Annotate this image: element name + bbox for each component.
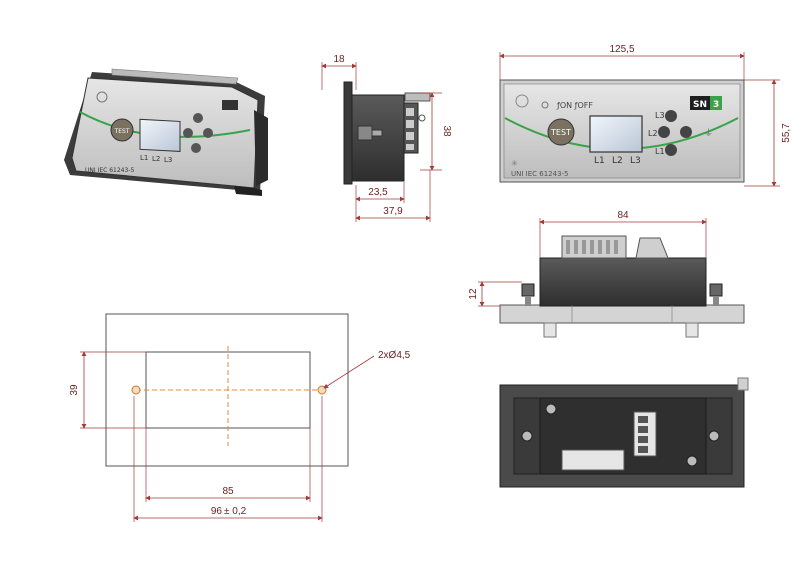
ground-icon: ⏚ — [704, 128, 713, 139]
front-phase-l2: L2 — [612, 156, 623, 166]
iso-standard-text: UNI IEC 61243-5 — [85, 167, 134, 174]
front-side-l2: L2 — [648, 129, 658, 138]
dim-cutout-height: 39 — [69, 384, 80, 396]
front-standard-text: UNI IEC 61243-5 — [511, 170, 569, 178]
top-view: 84 12 — [468, 210, 745, 338]
front-brand-number: 3 — [713, 100, 719, 110]
dim-top-length: 84 — [617, 210, 629, 221]
dim-overall-width: 96 — [211, 506, 223, 517]
asterisk-icon: ✳ — [511, 159, 518, 168]
dim-side-depth-top: 18 — [333, 54, 345, 65]
front-brand-badge: SN — [693, 100, 707, 110]
rear-view — [499, 377, 749, 488]
iso-phase-l1: L1 — [140, 154, 148, 162]
iso-phase-l3: L3 — [164, 156, 172, 164]
dim-side-depth-mid: 23,5 — [368, 187, 388, 198]
dim-side-height: 38 — [441, 125, 452, 137]
front-test-label: TEST — [550, 128, 571, 137]
front-on-off-label: ƒON ƒOFF — [556, 101, 593, 110]
side-view: 18 38 23,5 37,9 — [321, 54, 452, 222]
iso-phase-l2: L2 — [152, 155, 160, 163]
dim-hole-spec: 2xØ4,5 — [378, 350, 411, 361]
isometric-view: TEST L1 L2 L3 UNI IEC 61243-5 — [64, 68, 268, 196]
front-view: ƒON ƒOFF TEST L1 L2 L3 L3 L2 L1 ⏚ SN 3 ✳… — [499, 44, 792, 187]
dim-front-width: 125,5 — [609, 44, 634, 55]
cutout-view: 2xØ4,5 39 85 96 ± 0,2 — [69, 313, 411, 522]
dim-tolerance: ± 0,2 — [224, 506, 247, 517]
dim-front-height: 55,7 — [781, 123, 792, 143]
front-side-l1: L1 — [655, 147, 665, 156]
dim-top-flange: 12 — [468, 288, 479, 300]
front-side-l3: L3 — [655, 111, 665, 120]
front-phase-l1: L1 — [594, 156, 605, 166]
iso-test-label: TEST — [114, 128, 130, 135]
dim-hole-spacing: 85 — [222, 486, 234, 497]
dim-side-depth-total: 37,9 — [383, 206, 403, 217]
front-phase-l3: L3 — [630, 156, 641, 166]
